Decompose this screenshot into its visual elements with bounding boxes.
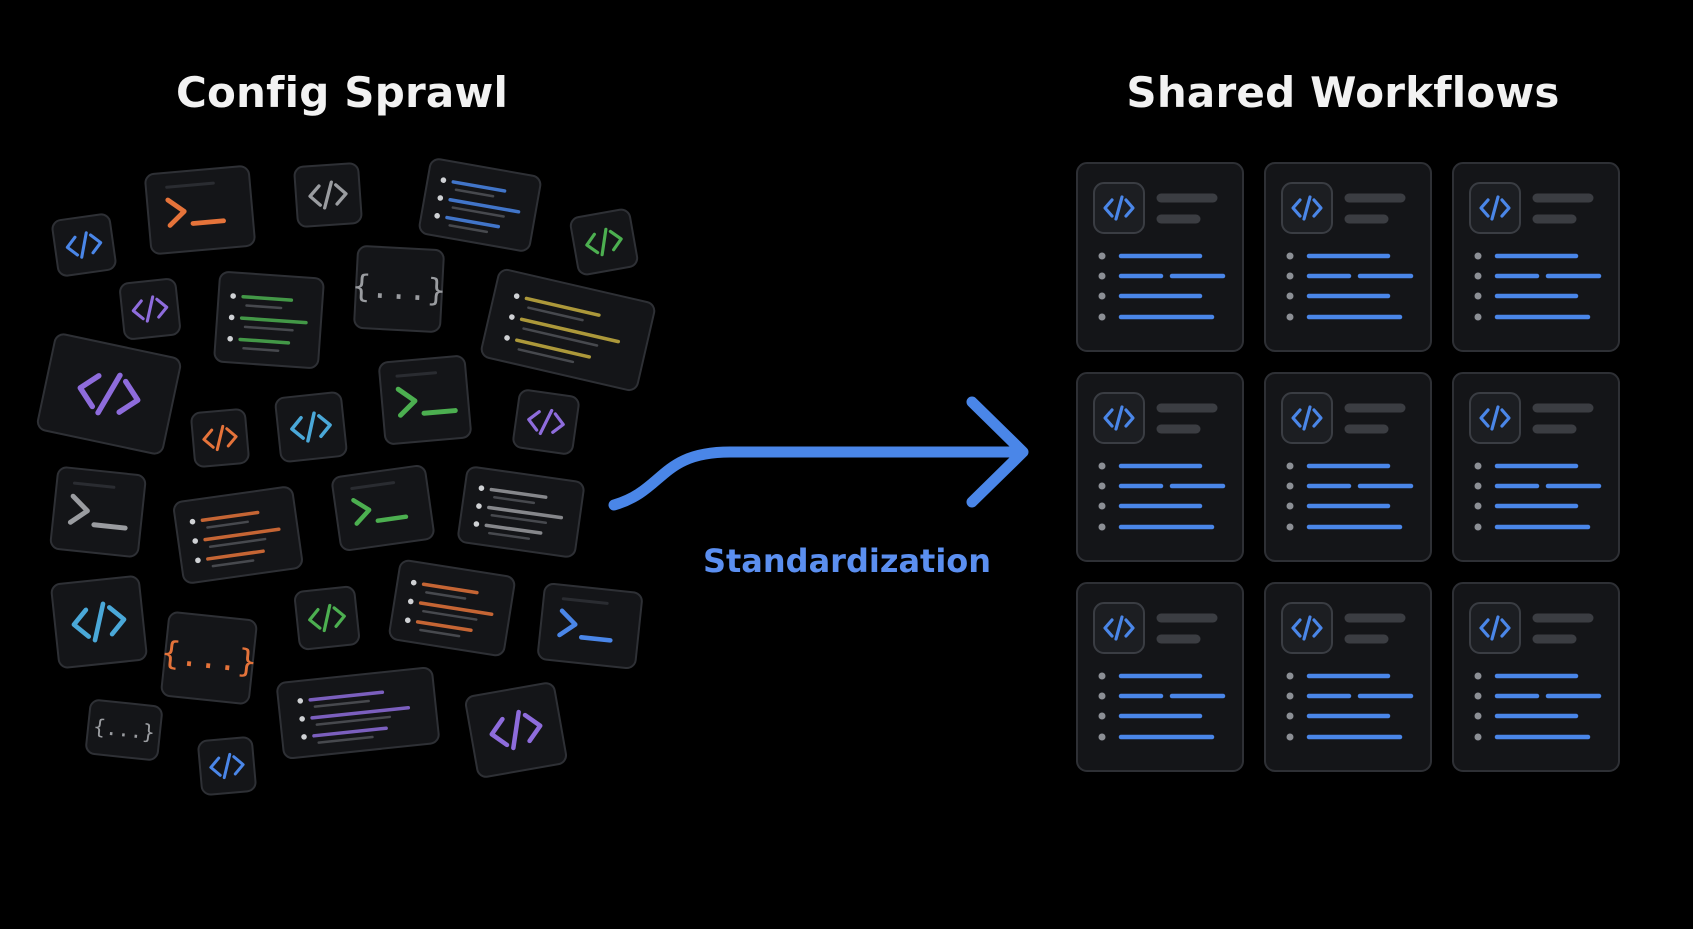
config-sprawl-title: Config Sprawl [175, 68, 509, 117]
code-icon [1469, 602, 1521, 654]
workflow-card [1452, 162, 1620, 352]
workflow-card [1076, 372, 1244, 562]
sprawl-code-icon [51, 213, 117, 277]
svg-text:{...}: {...} [351, 268, 447, 309]
sprawl-lines-icon [276, 666, 440, 760]
code-icon [1093, 602, 1145, 654]
sprawl-code-icon [36, 333, 182, 455]
workflow-card [1452, 372, 1620, 562]
workflow-card [1264, 162, 1432, 352]
workflow-card [1264, 582, 1432, 772]
sprawl-code-icon [274, 391, 348, 463]
sprawl-code-icon [197, 736, 257, 796]
code-icon [1469, 392, 1521, 444]
arrow-head-icon [966, 396, 1029, 508]
sprawl-braces-icon: {...} [85, 699, 163, 761]
sprawl-lines-icon [388, 559, 516, 657]
sprawl-lines-icon [213, 271, 325, 369]
code-icon [1093, 182, 1145, 234]
workflow-card [1076, 162, 1244, 352]
code-icon [1281, 392, 1333, 444]
sprawl-terminal-icon [537, 582, 643, 670]
sprawl-terminal-icon [378, 355, 472, 445]
sprawl-code-icon [569, 208, 639, 276]
shared-workflows-title: Shared Workflows [1126, 68, 1560, 117]
standardization-label: Standardization [702, 542, 992, 580]
sprawl-terminal-icon [331, 464, 435, 552]
code-icon [1281, 182, 1333, 234]
sprawl-code-icon [190, 408, 250, 468]
workflow-card [1264, 372, 1432, 562]
workflow-card [1452, 582, 1620, 772]
sprawl-lines-icon [418, 158, 542, 252]
shared-workflows-grid [1076, 162, 1620, 772]
sprawl-code-icon [464, 682, 568, 778]
sprawl-braces-icon: {...} [351, 245, 447, 333]
sprawl-code-icon [119, 278, 181, 340]
sprawl-braces-icon: {...} [159, 611, 259, 705]
sprawl-terminal-icon [144, 165, 256, 255]
config-sprawl-cluster: {...}{...}{...} [36, 158, 656, 796]
sprawl-code-icon [293, 162, 363, 228]
sprawl-code-icon [512, 389, 580, 455]
sprawl-lines-icon [480, 268, 656, 392]
sprawl-lines-icon [173, 486, 303, 584]
code-icon [1281, 602, 1333, 654]
workflow-card [1076, 582, 1244, 772]
code-icon [1093, 392, 1145, 444]
sprawl-code-icon [294, 585, 360, 651]
sprawl-terminal-icon [49, 466, 147, 558]
standardization-arrow [608, 446, 1021, 511]
sprawl-code-icon [50, 575, 148, 669]
code-icon [1469, 182, 1521, 234]
sprawl-lines-icon [457, 466, 585, 558]
